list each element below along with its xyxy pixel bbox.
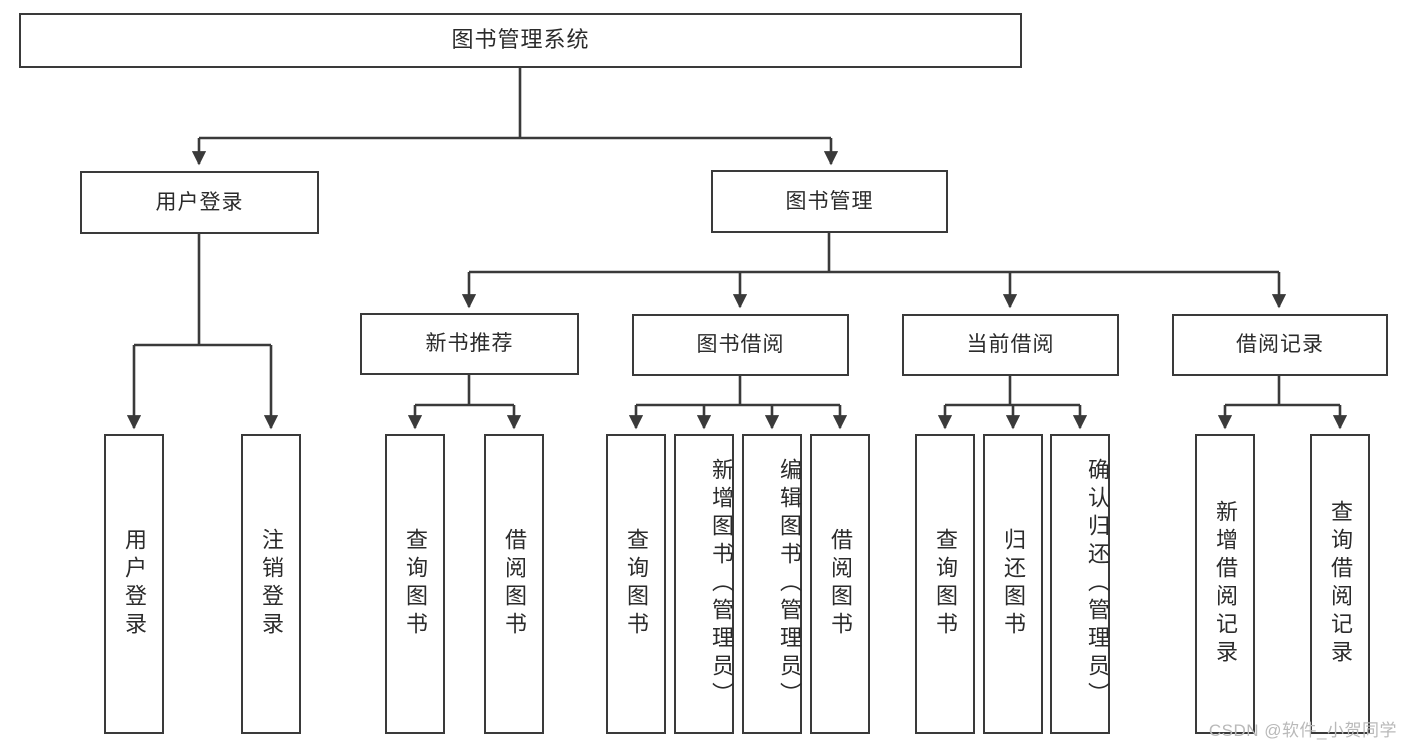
leaf-user-login-login[interactable]: 用户登录 <box>104 434 164 734</box>
node-current-borrow[interactable]: 当前借阅 <box>902 314 1119 376</box>
leaf-borrow-edit-book-admin[interactable]: 编辑图书（管理员） <box>742 434 802 734</box>
leaf-borrow-edit-book-admin-label: 编辑图书（管理员） <box>777 458 802 710</box>
leaf-borrow-add-book-admin-label: 新增图书（管理员） <box>709 458 734 710</box>
leaf-user-login-logout[interactable]: 注销登录 <box>241 434 301 734</box>
node-current-borrow-label: 当前借阅 <box>966 333 1055 357</box>
node-new-book-recommend[interactable]: 新书推荐 <box>360 313 579 375</box>
leaf-current-confirm-return-admin-label: 确认归还（管理员） <box>1085 458 1110 710</box>
leaf-recommend-borrow-book-label: 借阅图书 <box>502 528 527 640</box>
node-borrow-record-label: 借阅记录 <box>1236 333 1324 357</box>
node-root-system-label: 图书管理系统 <box>451 27 590 53</box>
leaf-record-query-record[interactable]: 查询借阅记录 <box>1310 434 1370 734</box>
node-book-borrow-label: 图书借阅 <box>696 333 785 357</box>
leaf-borrow-query-book-label: 查询图书 <box>624 528 649 640</box>
leaf-current-query-book[interactable]: 查询图书 <box>915 434 975 734</box>
node-user-login-label: 用户登录 <box>155 190 244 214</box>
leaf-borrow-borrow-book-label: 借阅图书 <box>828 528 853 640</box>
leaf-borrow-add-book-admin[interactable]: 新增图书（管理员） <box>674 434 734 734</box>
leaf-record-add-record[interactable]: 新增借阅记录 <box>1195 434 1255 734</box>
node-root-system[interactable]: 图书管理系统 <box>19 13 1022 68</box>
leaf-recommend-borrow-book[interactable]: 借阅图书 <box>484 434 544 734</box>
leaf-current-confirm-return-admin[interactable]: 确认归还（管理员） <box>1050 434 1110 734</box>
node-book-management-label: 图书管理 <box>785 189 874 213</box>
leaf-recommend-query-book-label: 查询图书 <box>403 528 428 640</box>
node-user-login[interactable]: 用户登录 <box>80 171 319 234</box>
leaf-borrow-query-book[interactable]: 查询图书 <box>606 434 666 734</box>
leaf-current-return-book-label: 归还图书 <box>1001 528 1026 640</box>
node-book-borrow[interactable]: 图书借阅 <box>632 314 849 376</box>
leaf-record-add-record-label: 新增借阅记录 <box>1213 500 1238 668</box>
leaf-current-query-book-label: 查询图书 <box>933 528 958 640</box>
leaf-borrow-borrow-book[interactable]: 借阅图书 <box>810 434 870 734</box>
node-borrow-record[interactable]: 借阅记录 <box>1172 314 1388 376</box>
leaf-recommend-query-book[interactable]: 查询图书 <box>385 434 445 734</box>
leaf-current-return-book[interactable]: 归还图书 <box>983 434 1043 734</box>
node-book-management[interactable]: 图书管理 <box>711 170 948 233</box>
csdn-watermark: CSDN @软件_小贺同学 <box>1208 721 1397 740</box>
node-new-book-recommend-label: 新书推荐 <box>425 332 514 356</box>
leaf-record-query-record-label: 查询借阅记录 <box>1328 500 1353 668</box>
leaf-user-login-login-label: 用户登录 <box>122 528 147 640</box>
leaf-user-login-logout-label: 注销登录 <box>259 528 284 640</box>
